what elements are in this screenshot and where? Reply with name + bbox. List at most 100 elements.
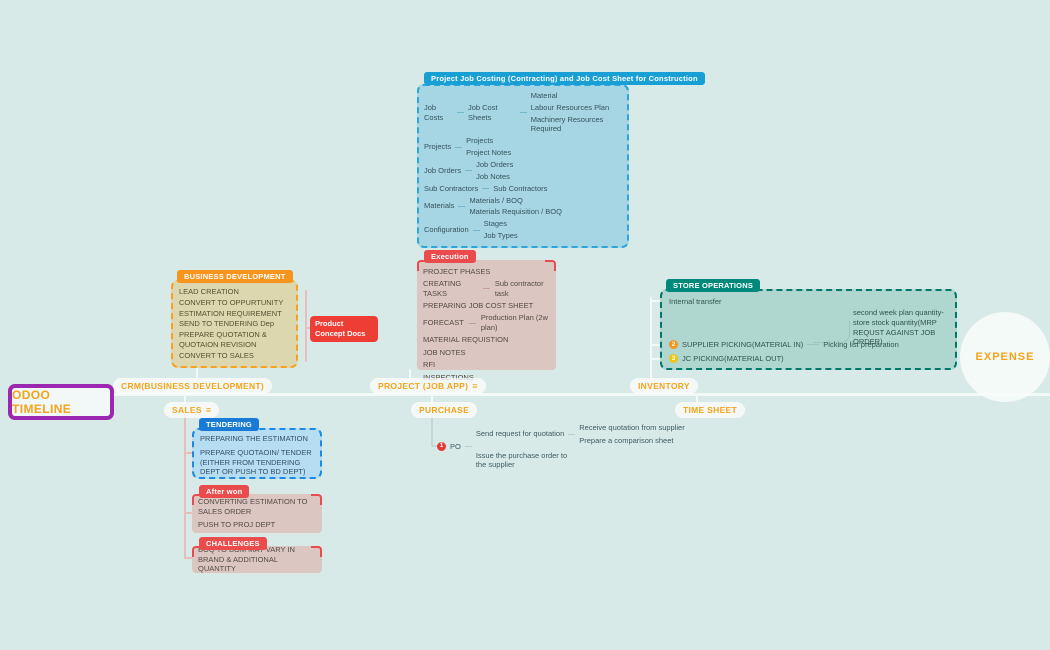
node-label[interactable]: PREPARING THE ESTIMATION [200,434,308,443]
connector-line-to-purchase [431,395,433,403]
node-label[interactable]: FORECAST [423,318,464,328]
node-label[interactable]: PO [450,441,461,451]
node-label[interactable]: Production Plan (2w plan) [480,313,548,333]
branch-expense-label: EXPENSE [975,351,1035,363]
node-label[interactable]: PROJECT PHASES [423,266,491,276]
node-label[interactable]: Send request for quotation [475,429,565,439]
group-job-costs: Job Costs Job Cost Sheets Material Labou… [424,91,622,134]
node-label[interactable]: PREPARE QUOTATION & QUOTAION REVISION [179,330,267,349]
node-label[interactable]: RFI [423,360,436,370]
branch-sales-label: SALES [172,405,202,415]
branch-project-label: PROJECT (JOB APP) [378,381,469,391]
tree-connector [455,146,463,148]
tree-connector [464,446,472,447]
connector-store-stub-3 [650,358,661,360]
node-label[interactable]: Materials [424,201,455,211]
node-label[interactable]: Sub Contractors [424,183,479,193]
node-label[interactable]: LEAD CREATION [179,287,239,297]
node-label[interactable]: Configuration [424,225,469,235]
node-label[interactable]: Job Cost Sheets [467,102,498,122]
group-sub-contractors: Sub Contractors Sub Contractors [424,184,622,194]
connector-boxes-to-project [409,369,411,380]
execution-title[interactable]: Execution [424,250,476,263]
branch-timesheet[interactable]: TIME SHEET [675,402,746,418]
node-label[interactable]: ESTIMATION REQUIREMENT SEND TO TENDERING… [179,309,282,329]
branch-inventory[interactable]: INVENTORY [630,378,698,394]
connector-store-stub-1 [650,300,661,302]
sales-stub-challenges [184,557,193,559]
purchase-to-po-line [431,414,433,446]
node-label[interactable]: SUPPLIER PICKING(MATERIAL IN) [682,340,804,349]
group-projects: Projects Projects Project Notes [424,136,622,158]
node-label[interactable]: PREPARE QUOTAOIN/ TENDER (EITHER FROM TE… [200,447,312,477]
branch-purchase[interactable]: PURCHASE [411,402,478,418]
node-label[interactable]: Machinery Resources Required [530,114,604,134]
node-label[interactable]: Prepare a comparison sheet [579,435,674,445]
node-label[interactable]: Material [530,91,558,101]
jc-picking-row: 3 JC PICKING(MATERIAL OUT) [669,354,784,364]
project-costing-box: Job Costs Job Cost Sheets Material Labou… [417,84,629,248]
node-label[interactable]: Job Orders [476,160,514,170]
tendering-title[interactable]: TENDERING [199,418,259,431]
node-label[interactable]: INSPECTIONS [423,372,474,382]
branch-crm-label: CRM(BUSINESS DEVELOPMENT) [121,381,265,391]
after-won-title[interactable]: After won [199,485,250,498]
group-job-orders: Job Orders Job Orders Job Notes [424,160,622,182]
business-development-title[interactable]: BUSINESS DEVELOPMENT [177,270,293,283]
tree-connector [458,205,466,207]
tendering-box: PREPARING THE ESTIMATION PREPARE QUOTAOI… [192,428,322,479]
tree-connector [482,288,490,290]
challenges-box: BOQ TO BOM MAY VARY IN BRAND & ADDITIONA… [192,545,322,573]
tree-connector [468,322,476,324]
node-label[interactable]: Internal transfer [669,297,722,306]
node-label[interactable]: Projects [424,142,452,152]
node-label[interactable]: Stages [483,219,507,229]
node-label[interactable]: Picking list preparation [823,340,899,349]
node-label[interactable]: CREATING TASKS [423,278,462,298]
node-label[interactable]: Labour Resources Plan [530,102,610,112]
branch-project[interactable]: PROJECT (JOB APP) ≡ [370,378,486,394]
node-label[interactable]: Materials Requisition / BOQ [469,207,562,217]
challenges-title[interactable]: CHALLENGES [199,537,267,550]
node-label[interactable]: Issue the purchase order to the supplier [475,450,568,470]
root-node[interactable]: ODOO TIMELINE [8,384,114,420]
store-operations-title[interactable]: STORE OPERATIONS [666,279,761,292]
product-concept-docs[interactable]: Product Concept Docs [310,316,378,342]
node-label[interactable]: Job Orders [424,165,462,175]
node-label[interactable]: Materials / BOQ [469,195,523,205]
node-label[interactable]: CONVERT TO SALES [179,350,254,360]
branch-expense[interactable]: EXPENSE [960,312,1050,402]
node-label[interactable]: Sub Contractors [493,183,548,193]
node-label[interactable]: Job Types [483,231,518,241]
tree-connector [568,433,576,435]
node-label[interactable]: second week plan quantity-store stock qu… [853,308,944,347]
node-label[interactable]: CONVERT TO OPPURTUNITY [179,298,284,308]
node-label[interactable]: Project Notes [466,148,512,158]
node-label[interactable]: CONVERTING ESTIMATION TO SALES ORDER [198,497,308,517]
node-label[interactable]: Job Costs [424,102,444,122]
tree-connector [456,112,464,114]
node-label[interactable]: Job Notes [476,171,510,181]
branch-timesheet-label: TIME SHEET [683,405,738,415]
branch-sales[interactable]: SALES ≡ [164,402,220,418]
node-label[interactable]: PREPARING JOB COST SHEET [423,301,534,311]
connector-line-to-sales [184,395,186,403]
node-label[interactable]: JOB NOTES [423,347,466,357]
main-branch-line [100,393,1050,396]
connector-store-to-inventory [650,297,652,380]
node-label[interactable]: Sub contractor task [494,278,544,298]
node-label[interactable]: MATERIAL REQUISTION [423,335,509,345]
node-label[interactable]: JC PICKING(MATERIAL OUT) [682,354,784,363]
collapsed-items-icon: ≡ [205,404,212,415]
execution-box: PROJECT PHASES CREATING TASKS Sub contra… [417,260,556,382]
root-label: ODOO TIMELINE [12,388,72,416]
node-label[interactable]: Receive quotation from supplier [579,423,685,432]
branch-crm[interactable]: CRM(BUSINESS DEVELOPMENT) [113,378,273,394]
tree-connector [472,229,480,231]
node-label[interactable]: Projects [466,136,494,146]
business-development-box: LEAD CREATION CONVERT TO OPPURTUNITY EST… [171,280,298,368]
priority-1-icon: 1 [437,442,446,451]
project-costing-title[interactable]: Project Job Costing (Contracting) and Jo… [424,72,705,85]
node-label[interactable]: PUSH TO PROJ DEPT [198,519,276,529]
